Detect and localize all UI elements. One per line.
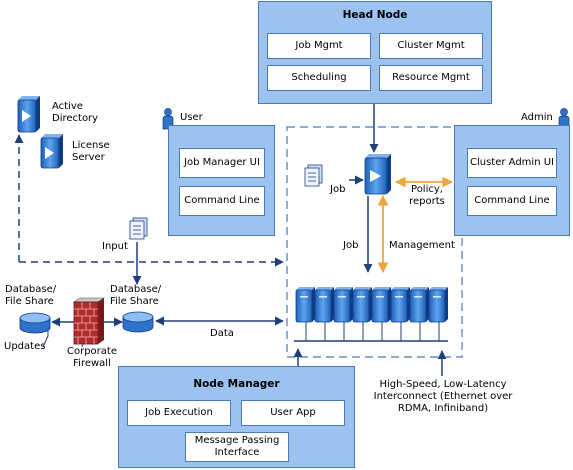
job-mgmt-box: Job Mgmt: [267, 33, 371, 59]
job-in-label: Job: [330, 184, 346, 195]
firewall-icon: [73, 297, 105, 345]
compute-node-icon: [314, 287, 334, 323]
updates-label: Updates: [4, 341, 46, 352]
input-label: Input: [102, 241, 128, 252]
compute-node-icon: [295, 287, 315, 323]
interconnect-drops: [305, 322, 440, 341]
scheduling-box: Scheduling: [267, 65, 371, 91]
head-node-panel: Head Node Job Mgmt Cluster Mgmt Scheduli…: [258, 1, 492, 104]
admin-command-line-box: Command Line: [467, 186, 557, 216]
admin-label: Admin: [521, 112, 553, 123]
cluster-boundary: [286, 126, 463, 358]
interconnect-label: High-Speed, Low-Latency Interconnect (Et…: [373, 379, 513, 414]
database-left-icon: [19, 312, 51, 334]
job-execution-box: Job Execution: [127, 400, 231, 426]
database-mid-icon: [122, 311, 154, 333]
compute-node-icon: [409, 287, 429, 323]
compute-nodes: [295, 287, 448, 323]
compute-node-icon: [371, 287, 391, 323]
data-label: Data: [210, 328, 234, 339]
active-directory-icon: [17, 96, 40, 133]
corporate-firewall-label: Corporate Firewall: [67, 346, 117, 369]
user-label: User: [180, 112, 203, 123]
compute-node-icon: [333, 287, 353, 323]
compute-node-icon: [428, 287, 448, 323]
compute-node-icon: [352, 287, 372, 323]
active-directory-label: Active Directory: [52, 101, 99, 124]
user-panel: Job Manager UI Command Line: [168, 125, 275, 236]
resource-mgmt-box: Resource Mgmt: [379, 65, 483, 91]
job-document-icon: [304, 164, 323, 187]
updates-connector: [42, 330, 49, 348]
license-server-icon: [40, 134, 63, 169]
admin-panel: Cluster Admin UI Command Line: [454, 125, 570, 236]
node-manager-panel: Node Manager Job Execution User App Mess…: [118, 366, 355, 468]
cluster-mgmt-box: Cluster Mgmt: [379, 33, 483, 59]
message-passing-box: Message Passing Interface: [185, 432, 289, 462]
user-app-box: User App: [241, 400, 345, 426]
scheduler-server-icon: [364, 154, 391, 195]
head-node-title: Head Node: [342, 9, 408, 21]
management-label: Management: [389, 240, 455, 251]
job-manager-ui-box: Job Manager UI: [179, 148, 265, 178]
compute-node-icon: [390, 287, 410, 323]
db-left-label: Database/ File Share: [5, 284, 57, 307]
job-down-label: Job: [343, 240, 359, 251]
node-manager-title: Node Manager: [193, 378, 280, 390]
policy-reports-label: Policy, reports: [409, 184, 445, 207]
input-document-icon: [129, 217, 148, 240]
cluster-admin-ui-box: Cluster Admin UI: [467, 148, 557, 178]
license-server-label: License Server: [72, 140, 110, 163]
db-mid-label: Database/ File Share: [110, 284, 162, 307]
user-command-line-box: Command Line: [179, 186, 265, 216]
